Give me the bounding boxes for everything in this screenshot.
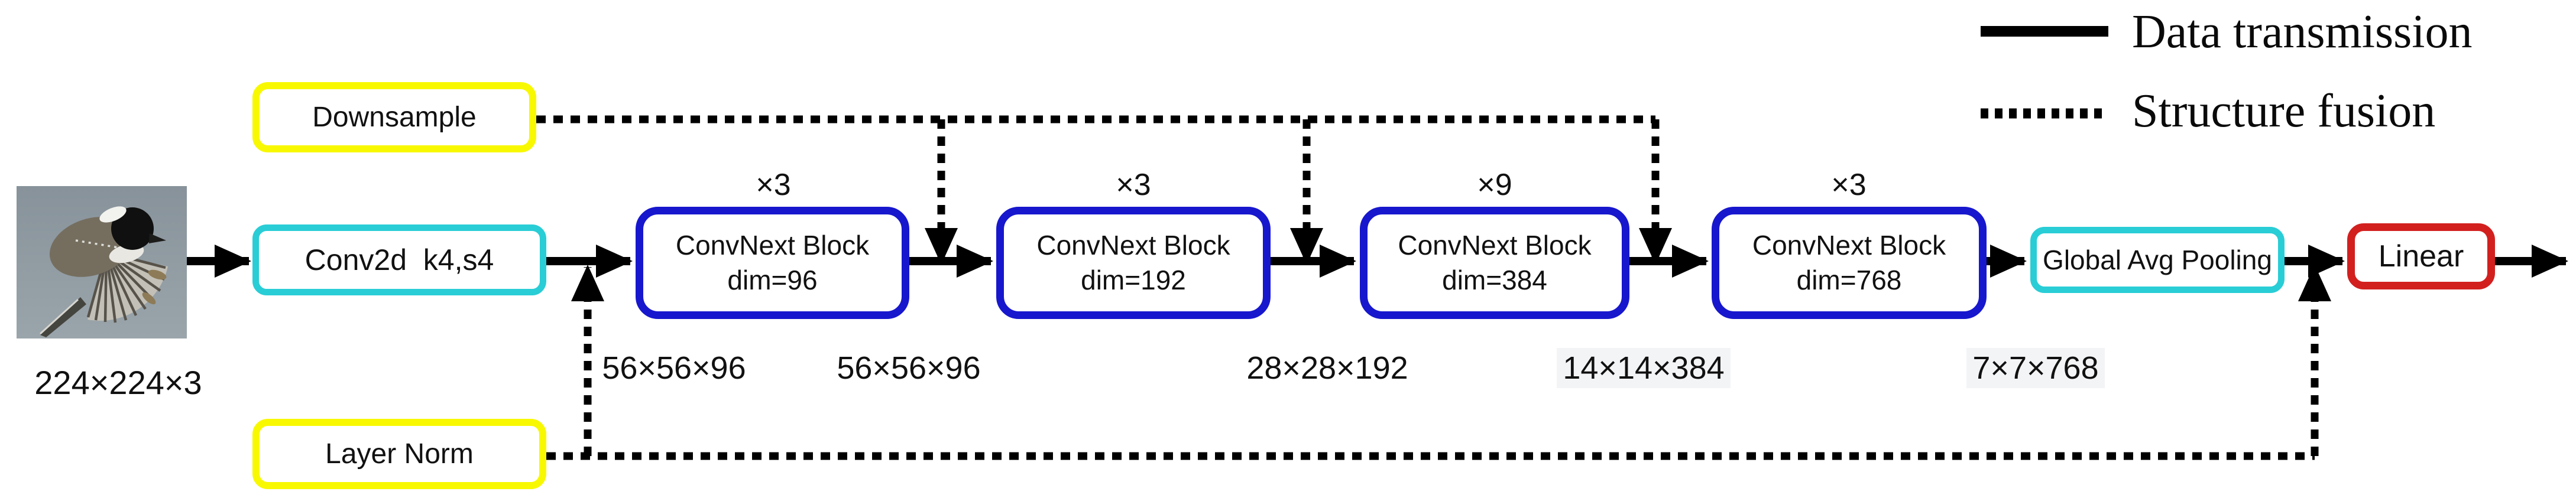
stage4-name: ConvNext Block <box>1752 230 1946 261</box>
stage1-repeat-label: ×3 <box>756 168 791 202</box>
convnext-block-stage1: ConvNext Block dim=96 <box>636 207 909 319</box>
stage3-dim: dim=384 <box>1442 265 1547 295</box>
layer-norm-box: Layer Norm <box>252 419 546 489</box>
stage3-name: ConvNext Block <box>1398 230 1592 261</box>
stage4-repeat-label: ×3 <box>1831 168 1867 202</box>
global-avg-pooling-box: Global Avg Pooling <box>2030 227 2285 293</box>
convnext-block-stage4: ConvNext Block dim=768 <box>1712 207 1987 319</box>
stage1-dim: dim=96 <box>727 265 818 295</box>
feature-map-label-4: 14×14×384 <box>1525 348 1762 388</box>
linear-label: Linear <box>2378 239 2464 274</box>
input-bird-image <box>17 186 187 338</box>
linear-box: Linear <box>2347 223 2495 289</box>
conv2d-stem-label: Conv2d k4,s4 <box>304 243 494 276</box>
feature-map-label-1: 56×56×96 <box>602 350 746 386</box>
stage2-dim: dim=192 <box>1081 265 1186 295</box>
legend-data-transmission-label: Data transmission <box>2132 6 2473 58</box>
stage1-name: ConvNext Block <box>675 230 870 261</box>
legend-structure-fusion-label: Structure fusion <box>2132 85 2436 137</box>
global-avg-pooling-label: Global Avg Pooling <box>2043 245 2272 275</box>
stage4-dim: dim=768 <box>1796 265 1902 295</box>
stage2-repeat-label: ×3 <box>1116 168 1151 202</box>
feature-map-label-3: 28×28×192 <box>1246 350 1408 386</box>
convnext-block-stage3: ConvNext Block dim=384 <box>1360 207 1629 319</box>
structure-fusion-wires <box>536 115 2331 460</box>
conv2d-stem-box: Conv2d k4,s4 <box>252 224 546 295</box>
legend-swatches <box>1981 26 2108 119</box>
stage2-name: ConvNext Block <box>1036 230 1230 261</box>
feature-map-label-5: 7×7×768 <box>1917 348 2154 388</box>
layer-norm-label: Layer Norm <box>325 438 474 470</box>
input-shape-label: 224×224×3 <box>34 364 202 401</box>
convnext-block-stage2: ConvNext Block dim=192 <box>996 207 1271 319</box>
stage3-repeat-label: ×9 <box>1477 168 1512 202</box>
feature-map-label-2: 56×56×96 <box>837 350 981 386</box>
downsample-label: Downsample <box>312 102 477 133</box>
downsample-box: Downsample <box>252 82 536 152</box>
